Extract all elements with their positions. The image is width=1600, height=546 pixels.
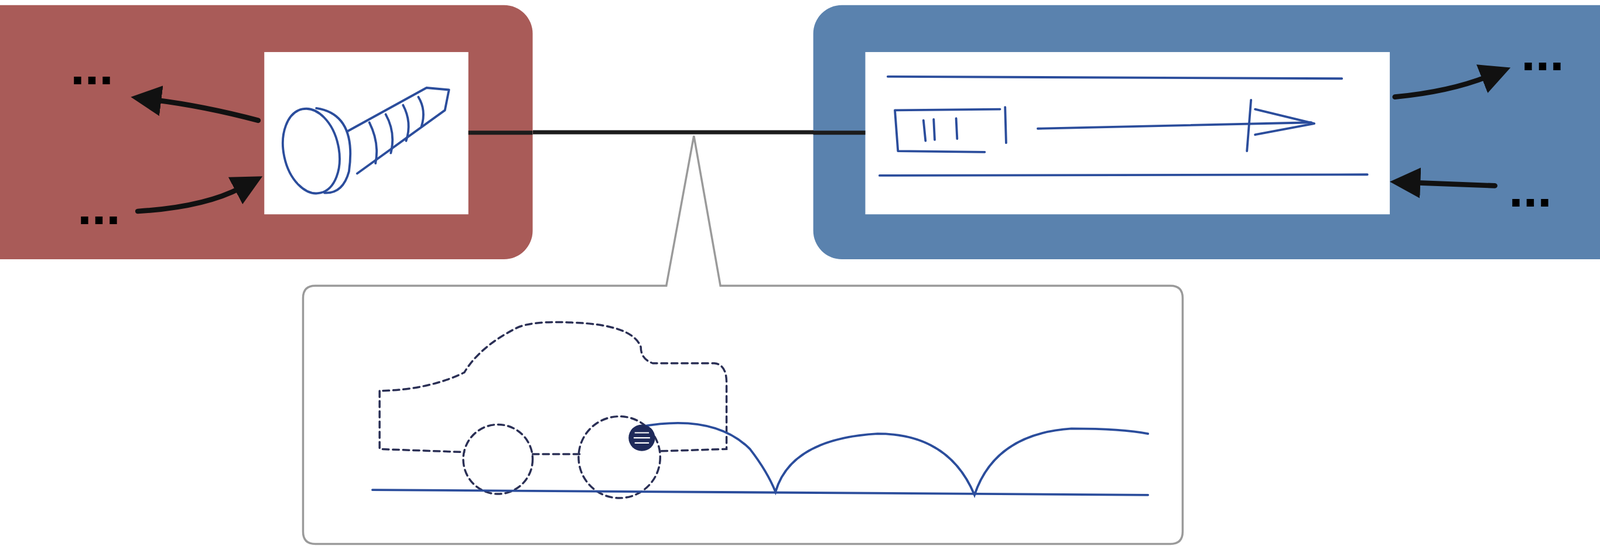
car-wheel: [578, 416, 661, 499]
screw-thread: [402, 105, 409, 142]
ground-line: [372, 490, 1148, 496]
connector-line: [532, 130, 814, 135]
screw-thread: [385, 114, 393, 153]
road-arrow-head: [1255, 109, 1315, 136]
car-outline: [379, 322, 727, 499]
callout-box: [302, 135, 1183, 545]
car-body: [379, 322, 727, 455]
screw-card: [264, 52, 468, 215]
screw-on-road: [628, 424, 655, 451]
color-panel: ......: [813, 5, 1600, 260]
out-arrow: [155, 100, 259, 121]
bumpy-road: [372, 423, 1148, 496]
road-arrow-mark: [1246, 100, 1251, 152]
screw-drawing: [275, 87, 449, 200]
out-arrow: [1395, 76, 1489, 98]
road-block-mark: [923, 118, 957, 141]
road-block: [894, 107, 1007, 153]
side-arrows: [137, 76, 1495, 212]
link-stub: [468, 130, 533, 135]
in-arrow: [1414, 182, 1496, 186]
ellipsis-label: ...: [77, 180, 121, 233]
road-edge: [879, 174, 1368, 176]
red-panel: [0, 5, 533, 260]
screw-on-road-mark: [633, 432, 651, 443]
screw-head: [275, 103, 347, 200]
link-stub: [813, 130, 866, 135]
screw-thread: [369, 122, 377, 164]
road-card: [865, 52, 1391, 215]
bumps: [640, 423, 1148, 496]
ellipsis-label: ...: [70, 40, 114, 93]
blue-panel: [813, 5, 1600, 260]
road-edge: [887, 76, 1342, 79]
screw-shaft: [344, 87, 450, 174]
screw-thread: [418, 97, 424, 128]
car-wheel: [463, 424, 533, 495]
color-panel: ......: [0, 5, 533, 260]
ellipsis-label: ...: [1508, 163, 1552, 215]
in-arrow: [137, 187, 241, 212]
ellipsis-label: ...: [1520, 26, 1564, 79]
road-arrow-line: [1037, 122, 1312, 129]
road-drawing: [879, 76, 1368, 176]
